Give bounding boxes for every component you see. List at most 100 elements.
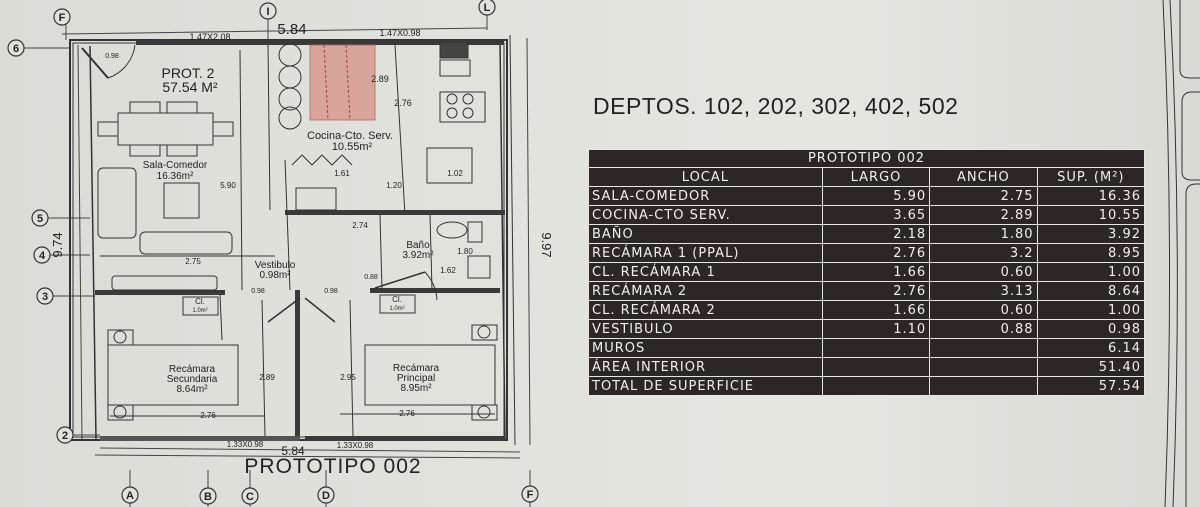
axis-label-left: 5 bbox=[37, 213, 43, 225]
cell-largo: 1.66 bbox=[821, 300, 931, 320]
room-bano-name: Baño bbox=[406, 240, 430, 251]
cell-largo bbox=[821, 338, 931, 358]
dim-door-v2: 0.98 bbox=[324, 288, 338, 295]
dim-window-top-right: 1.47X0.98 bbox=[379, 28, 420, 38]
dim-top-overall: 5.84 bbox=[277, 21, 306, 38]
cell-sup: 51.40 bbox=[1036, 357, 1146, 377]
area-table: PROTOTIPO 002 LOCAL LARGO ANCHO SUP. (M²… bbox=[588, 149, 1146, 396]
cell-local: COCINA-CTO SERV. bbox=[588, 205, 823, 225]
axis-label-left: 3 bbox=[42, 291, 48, 303]
cell-sup: 0.98 bbox=[1036, 319, 1146, 339]
cell-local: SALA-COMEDOR bbox=[588, 186, 823, 206]
dim-rec2-width: 2.76 bbox=[200, 411, 216, 420]
units-heading: DEPTOS. 102, 202, 302, 402, 502 bbox=[593, 93, 959, 119]
axis-label-top: L bbox=[484, 2, 491, 14]
prototype-badge-line1: PROT. 2 bbox=[162, 65, 215, 81]
room-rec1-area: 8.95m² bbox=[400, 383, 432, 394]
dim-window-bottom-right: 1.33X0.98 bbox=[337, 441, 374, 450]
column-header-ancho: ANCHO bbox=[929, 167, 1038, 187]
dim-bano-width: 2.74 bbox=[352, 221, 368, 230]
cell-local: MUROS bbox=[588, 338, 823, 358]
cell-sup: 1.00 bbox=[1036, 262, 1146, 282]
cell-largo: 1.66 bbox=[821, 262, 931, 282]
room-rec1-name2: Principal bbox=[397, 373, 435, 384]
cell-sup: 1.00 bbox=[1036, 300, 1146, 320]
cell-largo: 3.65 bbox=[821, 205, 931, 225]
table-row: MUROS 6.14 bbox=[588, 338, 1146, 358]
dim-left-overall: 9.74 bbox=[50, 232, 65, 257]
axis-label-bottom: C bbox=[246, 491, 254, 503]
dim-window-top-left: 1.47X2.08 bbox=[189, 32, 230, 42]
room-vestibulo-name: Vestibulo bbox=[255, 260, 296, 271]
dim-window-bottom-left: 1.33X0.98 bbox=[227, 440, 264, 449]
cell-sup: 6.14 bbox=[1036, 338, 1146, 358]
dim-sala-length: 5.90 bbox=[220, 181, 236, 190]
dim-door-bano: 0.88 bbox=[364, 274, 378, 281]
room-closet1-area: 1.0m² bbox=[192, 308, 207, 314]
cell-largo: 2.18 bbox=[821, 224, 931, 244]
dim-bottom-overall: 5.84 bbox=[281, 444, 305, 458]
axis-label-top: I bbox=[266, 6, 269, 18]
cell-ancho: 1.80 bbox=[929, 224, 1038, 244]
cell-largo bbox=[821, 357, 931, 377]
room-vestibulo-area: 0.98m² bbox=[259, 270, 291, 281]
room-closet2-name: Cl. bbox=[392, 295, 402, 304]
room-closet2-area: 1.0m² bbox=[389, 306, 404, 312]
cell-ancho bbox=[929, 376, 1038, 396]
cell-ancho: 3.13 bbox=[929, 281, 1038, 301]
cell-sup: 8.64 bbox=[1036, 281, 1146, 301]
dim-cocina-d1: 1.61 bbox=[334, 169, 350, 178]
dim-cocina-d3: 1.20 bbox=[386, 181, 402, 190]
cell-local: VESTIBULO bbox=[588, 319, 823, 339]
cell-local: TOTAL DE SUPERFICIE bbox=[588, 376, 823, 396]
cell-ancho: 0.60 bbox=[929, 300, 1038, 320]
room-rec1-name: Recámara bbox=[393, 363, 440, 374]
axis-label-top: F bbox=[59, 12, 66, 24]
cell-ancho bbox=[929, 338, 1038, 358]
dim-bano-d1: 1.80 bbox=[457, 247, 473, 256]
cell-sup: 10.55 bbox=[1036, 205, 1146, 225]
dim-sala-width: 2.75 bbox=[185, 257, 201, 266]
room-sala-area: 16.36m² bbox=[157, 171, 194, 182]
cell-largo: 2.76 bbox=[821, 243, 931, 263]
cell-local: CL. RECÁMARA 1 bbox=[588, 262, 823, 282]
dim-right-overall: 9.97 bbox=[539, 232, 554, 257]
dim-cocina-d2: 1.02 bbox=[447, 169, 463, 178]
dim-door-entry: 0.98 bbox=[105, 53, 119, 60]
axis-label-bottom: F bbox=[527, 489, 534, 501]
cell-sup: 57.54 bbox=[1036, 376, 1146, 396]
cell-sup: 8.95 bbox=[1036, 243, 1146, 263]
room-cocina-area: 10.55m² bbox=[332, 141, 373, 153]
axis-label-left: 4 bbox=[39, 250, 46, 262]
cell-local: RECÁMARA 1 (PPAL) bbox=[588, 243, 823, 263]
room-closet1-name: Cl. bbox=[195, 297, 205, 306]
dim-door-v1: 0.98 bbox=[251, 288, 265, 295]
plan-title: PROTOTIPO 002 bbox=[244, 455, 421, 478]
dim-rec1-width: 2.76 bbox=[399, 409, 415, 418]
room-rec2-area: 8.64m² bbox=[176, 384, 208, 395]
cell-ancho: 3.2 bbox=[929, 243, 1038, 263]
prototype-badge-area: 57.54 M² bbox=[162, 79, 218, 95]
cell-largo: 2.76 bbox=[821, 281, 931, 301]
cell-ancho: 2.89 bbox=[929, 205, 1038, 225]
dim-cocina-length: 2.76 bbox=[394, 98, 412, 108]
cell-local: BAÑO bbox=[588, 224, 823, 244]
cell-local: RECÁMARA 2 bbox=[588, 281, 823, 301]
cell-ancho: 0.88 bbox=[929, 319, 1038, 339]
cell-ancho: 0.60 bbox=[929, 262, 1038, 282]
cell-ancho: 2.75 bbox=[929, 186, 1038, 206]
room-sala-name: Sala-Comedor bbox=[143, 160, 208, 171]
cell-sup: 3.92 bbox=[1036, 224, 1146, 244]
column-header-sup: SUP. (M²) bbox=[1036, 167, 1146, 187]
room-cocina-name: Cocina-Cto. Serv. bbox=[307, 130, 393, 142]
room-rec2-name: Recámara bbox=[169, 364, 216, 375]
